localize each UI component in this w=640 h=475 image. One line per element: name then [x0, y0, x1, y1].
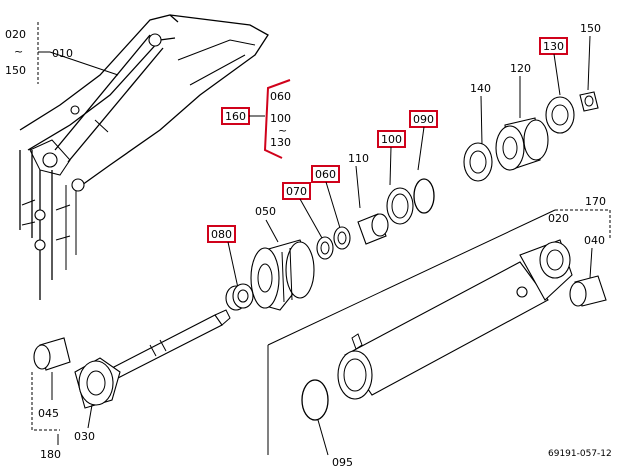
- highlight-070: [282, 182, 311, 200]
- boom-arm-drawing: [19, 14, 269, 300]
- part-140-ring: [463, 142, 493, 182]
- part-150-nut: [579, 91, 599, 112]
- label-050: 050: [255, 205, 276, 218]
- label-170: 170: [585, 195, 606, 208]
- highlight-100: [377, 130, 406, 148]
- label-020-right: 020: [548, 212, 569, 225]
- bracket-020-150: [37, 22, 119, 84]
- part-020-tube: [337, 239, 573, 400]
- label-110: 110: [348, 152, 369, 165]
- label-130: 130: [543, 40, 564, 53]
- part-070-ring: [316, 236, 334, 260]
- label-120: 120: [510, 62, 531, 75]
- label-tilde-kit: ~: [278, 124, 287, 137]
- bracket-160-kit: [263, 79, 291, 159]
- part-rod: [111, 309, 231, 379]
- label-100: 100: [381, 133, 402, 146]
- label-100-kit: 100: [270, 112, 291, 125]
- part-120-piston: [495, 117, 549, 171]
- label-160: 160: [225, 110, 246, 123]
- part-080-bushing: [225, 283, 254, 311]
- part-095-oring: [301, 379, 329, 421]
- part-110-sleeve: [357, 213, 389, 245]
- label-140: 140: [470, 82, 491, 95]
- label-180: 180: [40, 448, 61, 461]
- reference-code: 69191-057-12: [548, 449, 612, 459]
- part-050-gland: [250, 239, 315, 311]
- highlight-130: [539, 37, 568, 55]
- part-060-ring: [333, 226, 351, 250]
- label-150-right: 150: [580, 22, 601, 35]
- label-060-kit: 060: [270, 90, 291, 103]
- highlight-060: [311, 165, 340, 183]
- label-010: 010: [52, 47, 73, 60]
- part-130-ring: [545, 96, 575, 134]
- part-100-ring: [386, 187, 414, 225]
- label-020-left: 020: [5, 28, 26, 41]
- label-130-kit: 130: [270, 136, 291, 149]
- part-045-bushing: [33, 337, 71, 371]
- label-045: 045: [38, 407, 59, 420]
- label-080: 080: [211, 228, 232, 241]
- label-030: 030: [74, 430, 95, 443]
- label-070: 070: [286, 185, 307, 198]
- part-030-rod-eye: [74, 357, 121, 409]
- part-040-bushing: [569, 275, 607, 307]
- label-095: 095: [332, 456, 353, 469]
- highlight-080: [207, 225, 236, 243]
- label-tilde-left: ~: [14, 45, 23, 58]
- label-040: 040: [584, 234, 605, 247]
- label-090: 090: [413, 113, 434, 126]
- label-060: 060: [315, 168, 336, 181]
- label-150-left: 150: [5, 64, 26, 77]
- part-090-oring: [413, 178, 435, 214]
